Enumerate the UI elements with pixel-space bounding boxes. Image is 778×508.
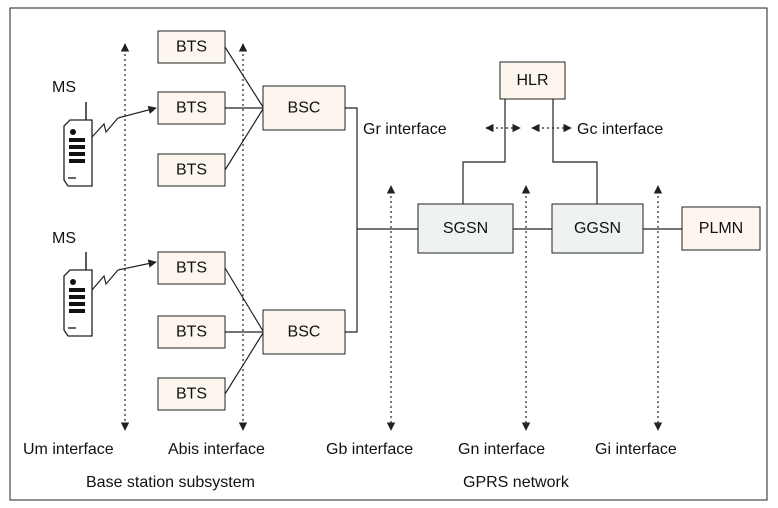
- radio-link-icon: [91, 117, 119, 138]
- bts-node: BTS: [157, 30, 226, 64]
- gprs-section-label: GPRS network: [463, 474, 570, 491]
- link-hlr-sgsn: [462, 99, 506, 204]
- bts-label: BTS: [176, 260, 207, 277]
- mobile-station-top: MS: [52, 79, 157, 187]
- link-bts4-bsc: [224, 267, 264, 332]
- interface-markers: [120, 43, 663, 431]
- mobile-phone-icon: [63, 102, 93, 187]
- bsc-label: BSC: [288, 100, 321, 117]
- gc-interface-label: Gc interface: [577, 121, 663, 138]
- link-hlr-ggsn: [552, 99, 598, 204]
- bts-node: BTS: [157, 153, 226, 187]
- hlr-node: HLR: [499, 61, 566, 100]
- ggsn-label: GGSN: [574, 220, 621, 237]
- gi-interface-label: Gi interface: [595, 441, 677, 458]
- sgsn-label: SGSN: [443, 220, 488, 237]
- bsc-node-bottom: BSC: [262, 309, 346, 355]
- bts-label: BTS: [176, 386, 207, 403]
- radio-link-arrow-top: [117, 105, 157, 119]
- plmn-node: PLMN: [681, 206, 761, 251]
- plmn-label: PLMN: [699, 220, 743, 237]
- bts-node: BTS: [157, 315, 226, 349]
- bts-label: BTS: [176, 162, 207, 179]
- ms-label-top: MS: [52, 79, 76, 96]
- link-bts6-bsc: [224, 332, 264, 395]
- bts-node: BTS: [157, 377, 226, 411]
- link-bsc-top-sgsn: [345, 107, 358, 333]
- ggsn-node: GGSN: [551, 203, 644, 254]
- mobile-phone-icon: [63, 252, 93, 337]
- diagram-frame: [9, 7, 768, 501]
- radio-link-icon: [91, 269, 119, 291]
- hlr-label: HLR: [516, 72, 548, 89]
- link-bts3-bsc: [224, 108, 264, 171]
- sgsn-node: SGSN: [417, 203, 514, 254]
- abis-interface-label: Abis interface: [168, 441, 265, 458]
- link-bts1-bsc: [224, 46, 264, 108]
- gb-interface-label: Gb interface: [326, 441, 413, 458]
- bsc-label: BSC: [288, 324, 321, 341]
- gn-interface-label: Gn interface: [458, 441, 545, 458]
- bts-node: BTS: [157, 251, 226, 285]
- bss-section-label: Base station subsystem: [86, 474, 255, 491]
- um-interface-label: Um interface: [23, 441, 114, 458]
- bts-label: BTS: [176, 100, 207, 117]
- bsc-node-top: BSC: [262, 85, 346, 131]
- radio-link-arrow-bottom: [117, 259, 157, 271]
- gr-interface-label: Gr interface: [363, 121, 447, 138]
- mobile-station-bottom: MS: [52, 230, 157, 337]
- bts-label: BTS: [176, 324, 207, 341]
- bts-node: BTS: [157, 91, 226, 125]
- ms-label-bottom: MS: [52, 230, 76, 247]
- bts-label: BTS: [176, 39, 207, 56]
